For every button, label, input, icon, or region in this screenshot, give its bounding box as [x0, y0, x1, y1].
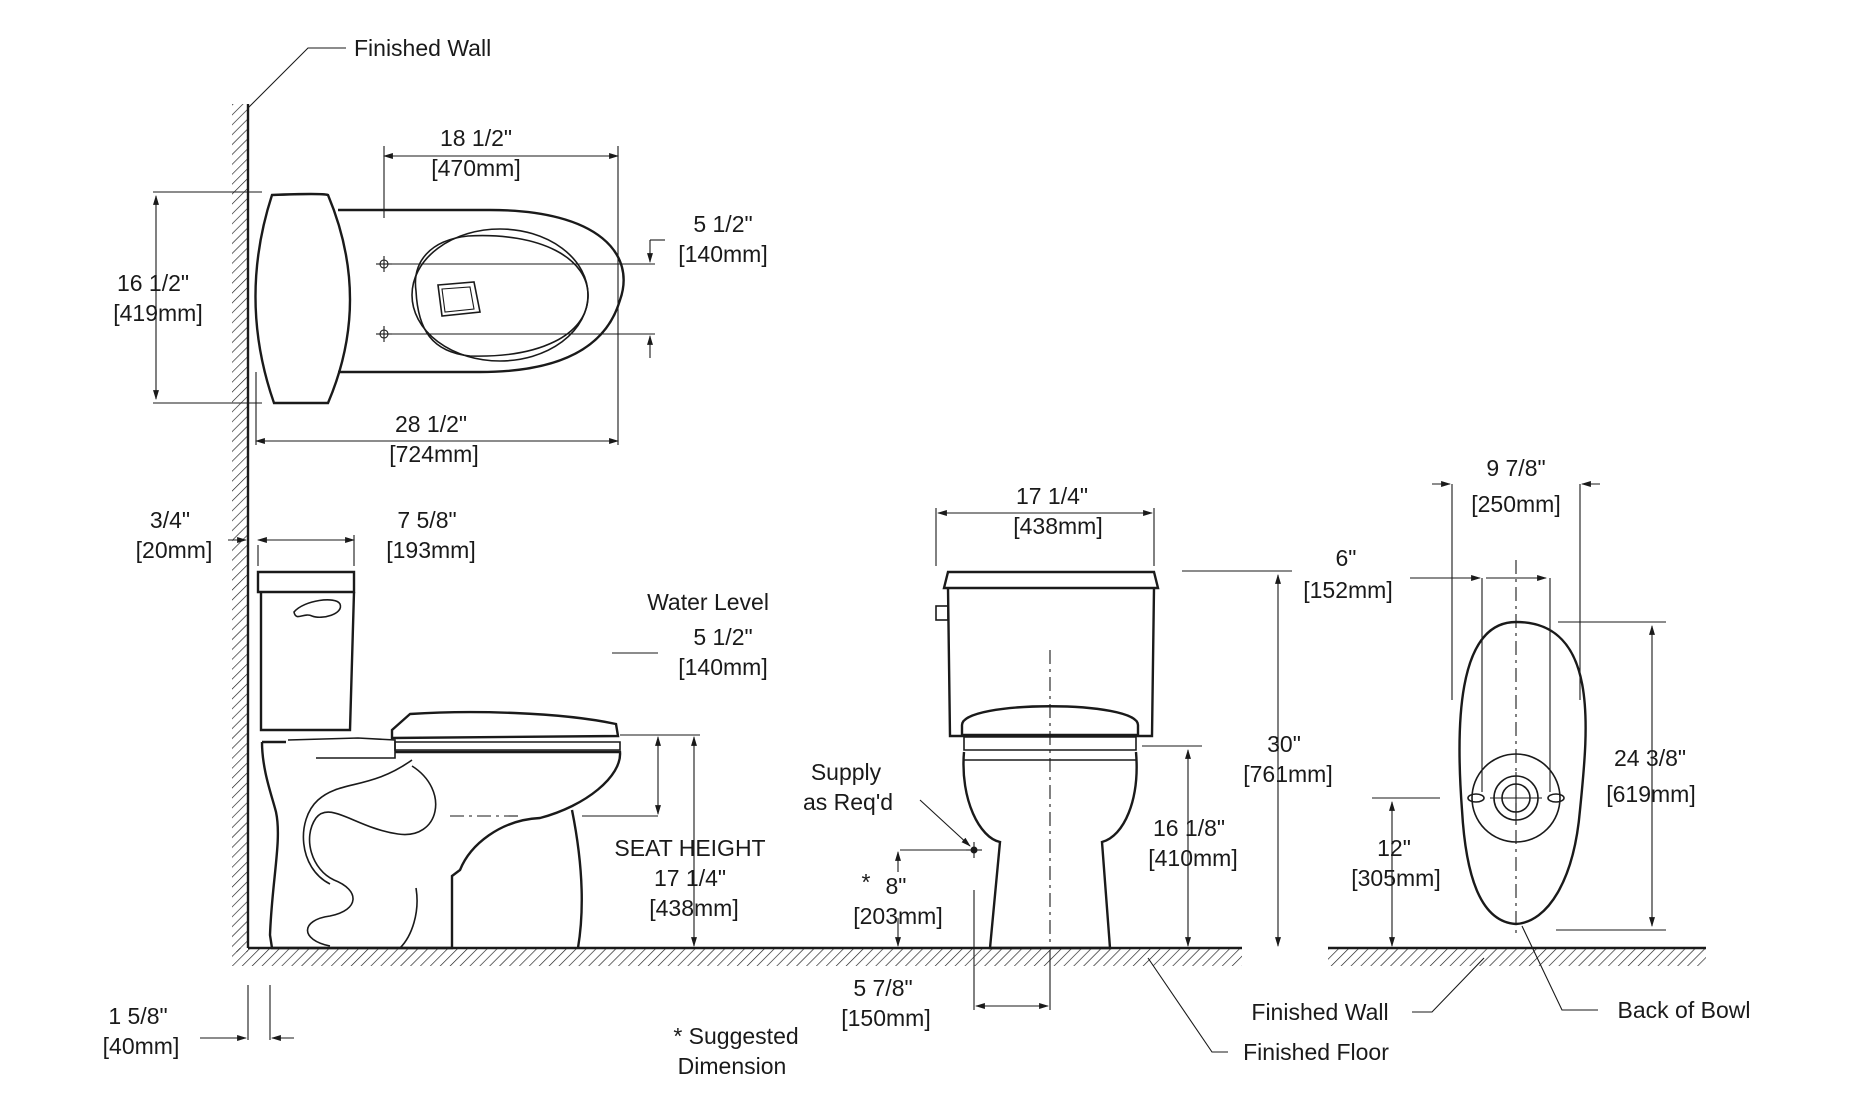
supply-offset-in: 5 7/8"	[853, 975, 912, 1001]
side-view-flush-handle	[293, 599, 342, 619]
top-view-outlet	[437, 281, 481, 317]
back-of-bowl-label: Back of Bowl	[1618, 997, 1751, 1023]
rough-in-in: 12"	[1377, 835, 1411, 861]
side-view-bowl	[260, 741, 622, 950]
side-view	[200, 535, 700, 1041]
overall-height-mm: [761mm]	[1243, 761, 1332, 787]
top-depth-in: 16 1/2"	[117, 270, 189, 296]
seat-height-in: 17 1/4"	[654, 865, 726, 891]
seat-height-label: SEAT HEIGHT	[614, 835, 765, 861]
bowl-rim-height-mm: [410mm]	[1148, 845, 1237, 871]
floor-right	[1328, 946, 1706, 966]
overall-height-in: 30"	[1267, 731, 1301, 757]
side-view-seat	[390, 710, 620, 740]
bolt-spacing-mm: [152mm]	[1303, 577, 1392, 603]
back-of-bowl-leader	[1521, 925, 1598, 1011]
top-length-in: 28 1/2"	[395, 411, 467, 437]
water-level-mm: [140mm]	[678, 654, 767, 680]
top-seat-hole-mm: [140mm]	[678, 241, 767, 267]
front-width-mm: [438mm]	[1013, 513, 1102, 539]
top-view-seat-opening	[411, 228, 589, 362]
tank-depth-in: 7 5/8"	[397, 507, 456, 533]
labels: Finished Wall 18 1/2" [470mm] 5 1/2" [14…	[103, 35, 1751, 1079]
footprint-view	[1372, 481, 1666, 947]
top-view-tank	[254, 192, 352, 405]
front-view-seat	[960, 705, 1140, 737]
top-view-bolt-holes	[376, 256, 392, 342]
supply-height-mm: [203mm]	[853, 903, 942, 929]
base-width-in: 9 7/8"	[1486, 455, 1545, 481]
top-width-in: 18 1/2"	[440, 125, 512, 151]
base-width-mm: [250mm]	[1471, 491, 1560, 517]
supply-offset-mm: [150mm]	[841, 1005, 930, 1031]
base-offset-mm: [40mm]	[103, 1033, 180, 1059]
finished-wall-bottom-label: Finished Wall	[1251, 999, 1388, 1025]
wall-gap-in: 3/4"	[150, 507, 190, 533]
water-level-label: Water Level	[647, 589, 769, 615]
seat-height-mm: [438mm]	[649, 895, 738, 921]
side-view-trapway	[306, 765, 437, 947]
finished-wall-top-leader	[247, 47, 346, 109]
top-length-mm: [724mm]	[389, 441, 478, 467]
front-width-in: 17 1/4"	[1016, 483, 1088, 509]
rough-in-mm: [305mm]	[1351, 865, 1440, 891]
tank-depth-mm: [193mm]	[386, 537, 475, 563]
front-view-tank	[942, 570, 1160, 590]
front-view	[895, 508, 1292, 1010]
top-seat-hole-in: 5 1/2"	[693, 211, 752, 237]
finished-floor-label: Finished Floor	[1243, 1039, 1389, 1065]
front-view-flush-lever	[935, 605, 949, 621]
top-width-mm: [470mm]	[431, 155, 520, 181]
base-length-mm: [619mm]	[1606, 781, 1695, 807]
bolt-spacing-in: 6"	[1336, 545, 1357, 571]
bowl-rim-height-in: 16 1/8"	[1153, 815, 1225, 841]
top-view	[153, 146, 665, 445]
side-view-tank	[256, 570, 356, 594]
supply-asterisk: *	[862, 869, 871, 895]
finished-floor-leader	[1147, 957, 1228, 1053]
supply-label-line1: Supply	[811, 759, 882, 785]
suggested-note-line2: Dimension	[678, 1053, 787, 1079]
supply-height-in: 8"	[886, 873, 907, 899]
finished-wall-top-label: Finished Wall	[354, 35, 491, 61]
base-offset-in: 1 5/8"	[108, 1003, 167, 1029]
footprint-outline	[1458, 620, 1587, 926]
base-length-in: 24 3/8"	[1614, 745, 1686, 771]
wall-gap-mm: [20mm]	[136, 537, 213, 563]
water-level-in: 5 1/2"	[693, 624, 752, 650]
finished-wall-bottom-leader	[1412, 957, 1485, 1013]
top-depth-mm: [419mm]	[113, 300, 202, 326]
supply-label-line2: as Req'd	[803, 789, 893, 815]
suggested-note-line1: * Suggested	[673, 1023, 798, 1049]
top-view-bowl	[338, 208, 625, 374]
